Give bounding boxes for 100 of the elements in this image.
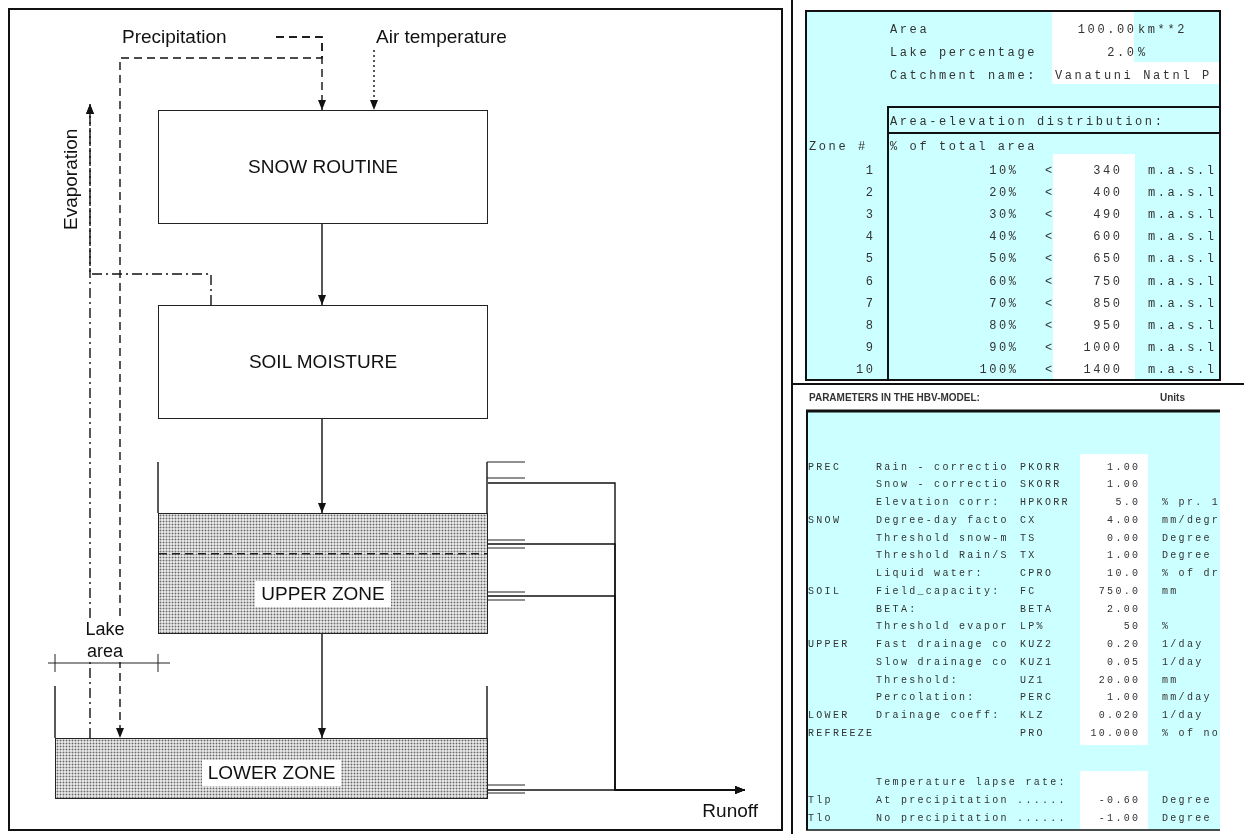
parameter-name: No precipitation ......: [876, 811, 1067, 825]
parameter-name: Temperature lapse rate:: [876, 775, 1067, 789]
parameter-value: 20.00: [1098, 673, 1141, 687]
elevation-value: 750: [1093, 274, 1123, 290]
parameter-name: Drainage coeff:: [876, 709, 1001, 722]
arrow: [86, 103, 212, 306]
parameter-name: Threshold snow-m: [876, 531, 1009, 545]
field-label: Catchment name:: [890, 68, 1038, 84]
table-heading: Area-elevation distribution:: [890, 114, 1165, 130]
unit-text: m.a.s.l: [1148, 185, 1217, 201]
less-than-sign: <: [1045, 207, 1055, 223]
unit-text: mm/day: [1162, 691, 1212, 705]
unit-text: m.a.s.l: [1148, 163, 1217, 179]
parameter-group: UPPER: [808, 638, 850, 651]
parameter-name: Threshold Rain/S: [876, 549, 1009, 563]
less-than-sign: <: [1045, 274, 1055, 290]
parameter-code: PERC: [1020, 691, 1054, 705]
parameter-name: Rain - correctio: [876, 460, 1009, 474]
unit-text: m.a.s.l: [1148, 341, 1217, 357]
parameter-value: 5.0: [1115, 496, 1141, 509]
area-percent: 70%: [989, 296, 1019, 312]
elevation-value: 600: [1093, 230, 1123, 246]
parameter-name: Threshold evapor: [876, 620, 1009, 634]
parameter-group: SNOW: [808, 513, 842, 527]
parameter-name: Threshold:: [876, 673, 959, 687]
field-label: Lake percentage: [890, 45, 1038, 61]
unit-text: 1/day: [1162, 638, 1204, 651]
less-than-sign: <: [1045, 363, 1055, 379]
input-label: Air temperature: [370, 24, 570, 50]
parameter-code: TX: [1020, 549, 1037, 563]
unit-text: Degree: [1162, 549, 1212, 563]
unit-text: km**2: [1138, 22, 1187, 38]
parameter-name: Slow drainage co: [876, 655, 1009, 669]
less-than-sign: <: [1045, 296, 1055, 312]
area-percent: 60%: [989, 274, 1019, 290]
parameter-code: CPRO: [1020, 567, 1054, 580]
parameter-value: -1.00: [1098, 811, 1141, 825]
field-value: Vanatuni Natnl P: [1055, 68, 1212, 84]
unit-text: % of no: [1162, 726, 1221, 740]
unit-text: % of dr: [1162, 567, 1221, 580]
parameter-name: Snow - correctio: [876, 478, 1009, 492]
parameter-name: Field_capacity:: [876, 584, 1001, 598]
parameter-group: SOIL: [808, 584, 842, 598]
storage-tank: LOWER ZONE: [55, 738, 488, 799]
zone-number: 1: [865, 163, 876, 179]
output-label: Evaporation: [58, 106, 84, 252]
parameter-value: 2.00: [1107, 602, 1141, 616]
arrow: [487, 786, 746, 794]
less-than-sign: <: [1045, 318, 1055, 334]
parameter-code: HPKORR: [1020, 496, 1070, 509]
elevation-value: 950: [1093, 318, 1123, 334]
parameter-name: Liquid water:: [876, 567, 984, 580]
zone-number: 9: [865, 341, 876, 357]
column-heading: Units: [1160, 390, 1185, 404]
zone-number: 6: [865, 274, 876, 290]
unit-text: mm/degr: [1162, 513, 1221, 527]
parameter-value: 0.020: [1098, 709, 1141, 722]
parameter-value: 50: [1123, 620, 1141, 634]
unit-text: 1/day: [1162, 655, 1204, 669]
unit-text: m.a.s.l: [1148, 363, 1217, 379]
less-than-sign: <: [1045, 185, 1055, 201]
unit-text: Degree: [1162, 531, 1212, 545]
parameter-value: 0.00: [1107, 531, 1141, 545]
parameter-group: LOWER: [808, 709, 850, 722]
unit-text: m.a.s.l: [1148, 274, 1217, 290]
elevation-value: 490: [1093, 207, 1123, 223]
unit-text: mm: [1162, 584, 1179, 598]
parameter-value: 1.00: [1107, 691, 1141, 705]
parameter-value: 0.05: [1107, 655, 1141, 669]
process-box: SNOW ROUTINE: [158, 110, 488, 224]
parameter-value: 4.00: [1107, 513, 1141, 527]
area-percent: 30%: [989, 207, 1019, 223]
area-percent: 40%: [989, 230, 1019, 246]
output-label: Runoff: [648, 794, 758, 828]
zone-number: 10: [856, 363, 876, 379]
parameter-code: UZ1: [1020, 673, 1045, 687]
elevation-value: 650: [1093, 252, 1123, 268]
unit-text: m.a.s.l: [1148, 252, 1217, 268]
parameter-value: 1.00: [1107, 478, 1141, 492]
process-box: SOIL MOISTURE: [158, 305, 488, 419]
area-percent: 90%: [989, 341, 1019, 357]
field-label: Area: [890, 22, 930, 38]
elevation-value: 850: [1093, 296, 1123, 312]
unit-text: m.a.s.l: [1148, 318, 1217, 334]
arrow: [318, 223, 326, 306]
unit-text: m.a.s.l: [1148, 230, 1217, 246]
area-percent: 100%: [979, 363, 1019, 379]
less-than-sign: <: [1045, 163, 1055, 179]
unit-text: m.a.s.l: [1148, 296, 1217, 312]
zone-number: 8: [865, 318, 876, 334]
parameter-code: FC: [1020, 584, 1037, 598]
parameter-name: Percolation:: [876, 691, 976, 705]
parameter-code: KUZ2: [1020, 638, 1054, 651]
parameter-value: 750.0: [1098, 584, 1141, 598]
elevation-value: 1400: [1083, 363, 1123, 379]
unit-text: Degree: [1162, 811, 1212, 825]
parameter-group: Tlo: [808, 811, 833, 825]
elevation-value: 340: [1093, 163, 1123, 179]
parameter-value: 1.00: [1107, 460, 1141, 474]
parameter-code: PRO: [1020, 726, 1045, 740]
